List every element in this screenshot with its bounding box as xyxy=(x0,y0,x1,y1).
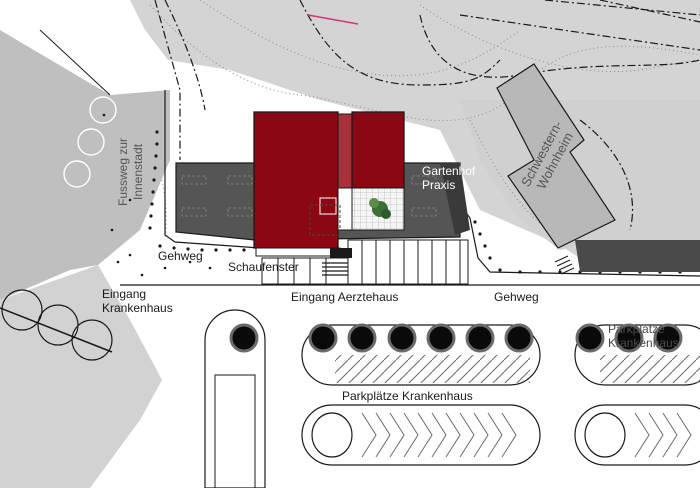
label-medical-entrance: Eingang Aerztehaus xyxy=(291,290,399,304)
label-option-skylights: Option: Oberlichter xyxy=(181,128,240,156)
nurse-home-building xyxy=(496,63,616,249)
hospital-columns xyxy=(1,289,113,361)
medical-building-link xyxy=(337,113,353,189)
covered-walkway xyxy=(347,239,469,285)
nurse-home-stairs xyxy=(554,255,575,275)
parking-island-bottom xyxy=(301,404,541,466)
label-garden-court: Gartenhof Praxis xyxy=(422,164,476,192)
medical-building-east xyxy=(351,111,405,189)
label-sidewalk-right: Gehweg xyxy=(494,290,539,304)
hospital-skylights xyxy=(63,96,117,188)
contour-lines xyxy=(139,0,700,241)
label-sidewalk-left: Gehweg xyxy=(158,249,203,263)
hospital-wing xyxy=(0,265,162,488)
entrance-stairs xyxy=(322,262,348,276)
label-hospital-parking: Parkplätze Krankenhaus xyxy=(342,389,473,403)
label-shop-window: Schaufenster xyxy=(228,260,299,274)
entrance-canopy xyxy=(337,187,353,231)
hospital-building xyxy=(0,30,170,300)
parking-island-left xyxy=(204,309,266,488)
street-trees xyxy=(229,323,683,353)
label-hospital-entrance: Eingang Krankenhaus xyxy=(102,287,173,315)
shop-window-strip xyxy=(255,247,341,257)
label-parking-top-right: Parkplätze Krankenhaus xyxy=(608,322,679,350)
plaza-benches xyxy=(181,175,437,217)
garden-tree xyxy=(369,198,391,219)
pink-mark xyxy=(307,14,359,25)
medical-building-main xyxy=(253,111,339,249)
parking-island-bottom-right xyxy=(574,404,700,466)
label-footpath-city: Fussweg zur Innenstadt xyxy=(116,137,145,206)
